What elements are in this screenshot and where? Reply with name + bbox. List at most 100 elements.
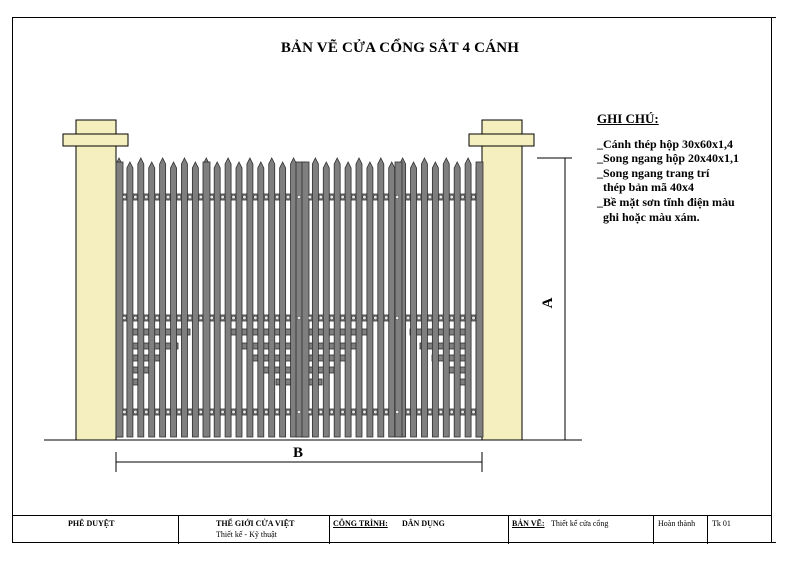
bolt <box>449 409 454 415</box>
bolt <box>220 194 225 200</box>
bolt <box>231 409 236 415</box>
bolt <box>427 315 432 321</box>
decorative-bar <box>127 354 165 362</box>
company-name: THẾ GIỚI CỬA VIỆT <box>216 519 295 528</box>
dimension-a-label: A <box>540 297 556 308</box>
note-line: _Song ngang trang trí <box>597 165 710 180</box>
bolt <box>460 315 465 321</box>
gate-stile <box>475 161 484 438</box>
bolt <box>144 409 149 415</box>
bolt <box>438 194 443 200</box>
project-cell: CÔNG TRÌNH: DÂN DỤNG <box>330 516 509 544</box>
gate-picket <box>311 157 319 438</box>
decorative-bar <box>127 328 191 336</box>
gate-picket <box>464 157 472 438</box>
bolt <box>340 409 345 415</box>
company-subtitle: Thiết kế - Kỹ thuật <box>216 530 277 539</box>
bolt <box>362 409 367 415</box>
status-value: Hoàn thành <box>658 519 696 528</box>
status-cell: Hoàn thành <box>654 516 708 544</box>
bolt <box>176 409 182 415</box>
bolt <box>318 409 323 415</box>
gate-picket <box>235 161 243 438</box>
bolt <box>166 409 171 415</box>
dimension-b: B <box>115 445 483 472</box>
bolt <box>351 194 356 200</box>
bolt <box>231 194 236 200</box>
bolt <box>307 194 312 200</box>
bolt <box>395 409 400 415</box>
gate-picket <box>333 157 341 438</box>
bolt <box>449 315 454 321</box>
bolt <box>122 315 127 321</box>
note-line: _Cánh thép hộp 30x60x1,4 <box>597 136 734 151</box>
bolt <box>471 194 476 200</box>
approval-label: PHÊ DUYỆT <box>68 519 115 528</box>
bolt <box>329 315 334 321</box>
note-line: _Song ngang hộp 20x40x1,1 <box>597 151 740 166</box>
bolt <box>362 315 367 321</box>
notes-heading: GHI CHÚ: <box>597 111 659 126</box>
bolt <box>187 409 192 415</box>
bolt <box>187 315 192 321</box>
right-pillar <box>468 119 535 441</box>
sheet-cell: Tk 01 <box>708 516 772 544</box>
bolt <box>220 409 225 415</box>
bolt <box>253 194 258 200</box>
bolt <box>416 194 422 200</box>
bolt <box>198 409 203 415</box>
bolt <box>242 409 247 415</box>
gate-picket <box>322 161 330 438</box>
bolt <box>340 194 345 200</box>
gate-picket <box>290 157 297 438</box>
bolt <box>133 409 138 415</box>
bolt <box>471 315 476 321</box>
drawing-value: Thiết kế cửa cổng <box>551 519 609 528</box>
gate-picket <box>224 157 232 438</box>
bolt <box>209 194 214 200</box>
approval-cell: PHÊ DUYỆT <box>12 516 179 544</box>
bolt <box>187 194 192 200</box>
bolt <box>307 315 312 321</box>
bolt <box>296 315 302 321</box>
bolt <box>133 194 138 200</box>
gate-picket <box>355 157 363 438</box>
bolt <box>373 315 378 321</box>
gate-picket <box>246 157 254 438</box>
bolt <box>122 194 127 200</box>
gate-stile <box>202 161 211 438</box>
decorative-bar <box>409 328 471 336</box>
project-value: DÂN DỤNG <box>402 519 445 528</box>
bolt <box>144 315 149 321</box>
left-pillar <box>62 119 129 441</box>
border-tick <box>772 542 776 543</box>
bolt <box>166 315 171 321</box>
bolt <box>395 194 400 200</box>
bolt <box>155 409 160 415</box>
border-tick <box>772 17 776 18</box>
bolt <box>460 409 465 415</box>
bolt <box>133 315 138 321</box>
bolt <box>449 194 454 200</box>
bolt <box>296 194 302 200</box>
bolt <box>155 315 160 321</box>
bolt <box>416 315 422 321</box>
gate-picket <box>388 161 396 438</box>
bolt <box>471 409 476 415</box>
bolt <box>384 315 389 321</box>
project-label: CÔNG TRÌNH: <box>333 519 388 528</box>
drawing-label: BẢN VẼ: <box>512 519 545 528</box>
bolt <box>362 194 367 200</box>
bolt <box>231 315 236 321</box>
bolt <box>242 315 247 321</box>
gate-picket <box>421 157 428 438</box>
gate-picket <box>268 157 276 438</box>
bolt <box>144 194 149 200</box>
gate-picket <box>170 161 177 438</box>
bolt <box>384 194 389 200</box>
bolt <box>395 315 400 321</box>
bolt <box>318 315 323 321</box>
bolt <box>438 315 443 321</box>
bolt <box>351 315 356 321</box>
